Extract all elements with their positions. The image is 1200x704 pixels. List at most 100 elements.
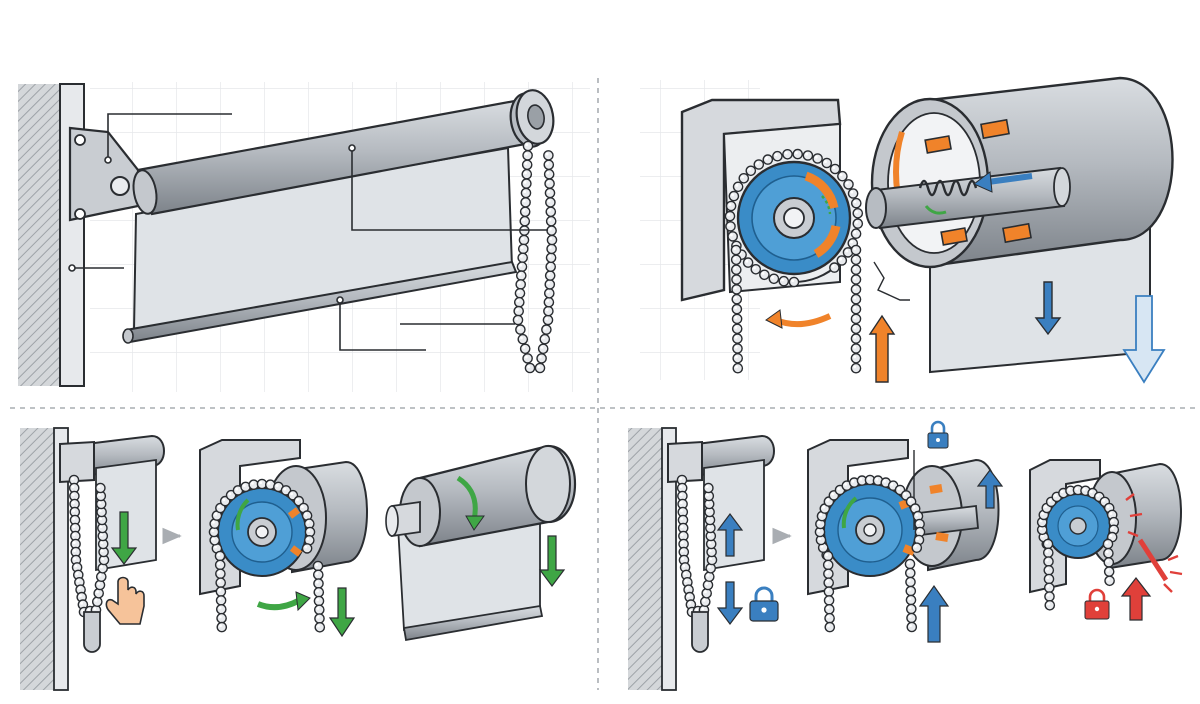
chain-bead <box>544 160 553 169</box>
chain-bead <box>779 277 788 286</box>
chain-bead <box>523 354 532 363</box>
chain-bead <box>844 180 853 189</box>
chain-bead <box>906 577 915 586</box>
chain-bead <box>852 229 861 238</box>
chain-bead <box>546 262 555 271</box>
chain-bead <box>217 605 226 614</box>
chain-bead <box>851 305 860 314</box>
chain-bead <box>523 141 532 150</box>
chain-bead <box>825 596 834 605</box>
chain-bead <box>217 614 226 623</box>
chain-bead <box>517 271 526 280</box>
chain-bead <box>851 324 860 333</box>
chain-bead <box>547 253 556 262</box>
chain-bead <box>732 265 741 274</box>
chain-bead <box>96 483 105 492</box>
chain-bead <box>303 544 312 553</box>
step-arrow <box>164 530 180 542</box>
bead-chain-icon <box>677 475 716 616</box>
chain-bead <box>851 285 860 294</box>
chain-bead <box>540 335 549 344</box>
chain-bead <box>539 344 548 353</box>
chain-bead <box>907 613 916 622</box>
chain-bead <box>732 295 741 304</box>
chain-bead <box>813 154 822 163</box>
chain-bead <box>733 334 742 343</box>
chain-bead <box>546 198 555 207</box>
chain-bead <box>544 307 553 316</box>
chain-bead <box>519 244 528 253</box>
chain-bead <box>851 275 860 284</box>
chain-bead <box>852 199 861 208</box>
chain-bead <box>313 561 322 570</box>
chain-bead <box>521 207 530 216</box>
chain-bead <box>825 605 834 614</box>
chain-bead <box>1044 566 1053 575</box>
chain-bead <box>728 232 737 241</box>
chain-bead <box>912 543 921 552</box>
wall-hatch <box>628 428 662 690</box>
chain-bead <box>907 622 916 631</box>
clutch-gear-icon <box>218 488 306 576</box>
arrow-down-icon <box>718 582 742 624</box>
chain-bead <box>824 560 833 569</box>
chain-bead <box>739 174 748 183</box>
arrow-down-icon <box>330 588 354 636</box>
chain-bead <box>851 344 860 353</box>
panel-overview <box>18 82 590 392</box>
chain-bead <box>906 595 915 604</box>
chain-bead <box>1043 539 1052 548</box>
roller-tube <box>386 446 575 546</box>
chain-bead <box>545 179 554 188</box>
chain-bead <box>545 170 554 179</box>
chain-bead <box>830 263 839 272</box>
chain-bead <box>521 344 530 353</box>
chain-bead <box>825 623 834 632</box>
chain-bead <box>547 226 556 235</box>
chain-bead <box>542 325 551 334</box>
chain-bead <box>851 245 860 254</box>
chain-bead <box>733 354 742 363</box>
chain-bead <box>544 151 553 160</box>
chain-bead <box>763 155 772 164</box>
chain-bead <box>760 270 769 279</box>
chain-bead <box>522 170 531 179</box>
chain-bead <box>516 280 525 289</box>
panel-lowering-sequence <box>20 428 575 690</box>
chain-bead <box>851 265 860 274</box>
chain-bead <box>93 597 102 606</box>
chain-bead <box>905 559 914 568</box>
chain-weight <box>84 612 100 652</box>
chain-bead <box>783 150 792 159</box>
chain-bead <box>314 588 323 597</box>
chain-bead <box>851 314 860 323</box>
chain-bead <box>522 179 531 188</box>
chain-bead <box>725 212 734 221</box>
panel-raising-and-locking <box>628 422 1182 690</box>
chain-bead <box>1045 583 1054 592</box>
chain-bead <box>1105 576 1114 585</box>
chain-bead <box>729 192 738 201</box>
chain-bead <box>547 235 556 244</box>
chain-bead <box>824 569 833 578</box>
hand-pointer-icon <box>106 578 144 625</box>
chain-bead <box>831 164 840 173</box>
chain-bead <box>543 315 552 324</box>
chain-bead <box>545 280 554 289</box>
chain-bead <box>1105 567 1114 576</box>
chain-bead <box>547 244 556 253</box>
chain-bead <box>515 298 524 307</box>
chain-bead <box>217 596 226 605</box>
chain-bead <box>216 569 225 578</box>
wall-hatch <box>20 428 54 690</box>
chain-bead <box>732 275 741 284</box>
chain-bead <box>906 586 915 595</box>
chain-bead <box>523 151 532 160</box>
chain-bead <box>215 551 224 560</box>
chain-bead <box>523 160 532 169</box>
chain-bead <box>1044 574 1053 583</box>
chain-bead <box>851 255 860 264</box>
arrow-up-icon <box>870 316 894 382</box>
